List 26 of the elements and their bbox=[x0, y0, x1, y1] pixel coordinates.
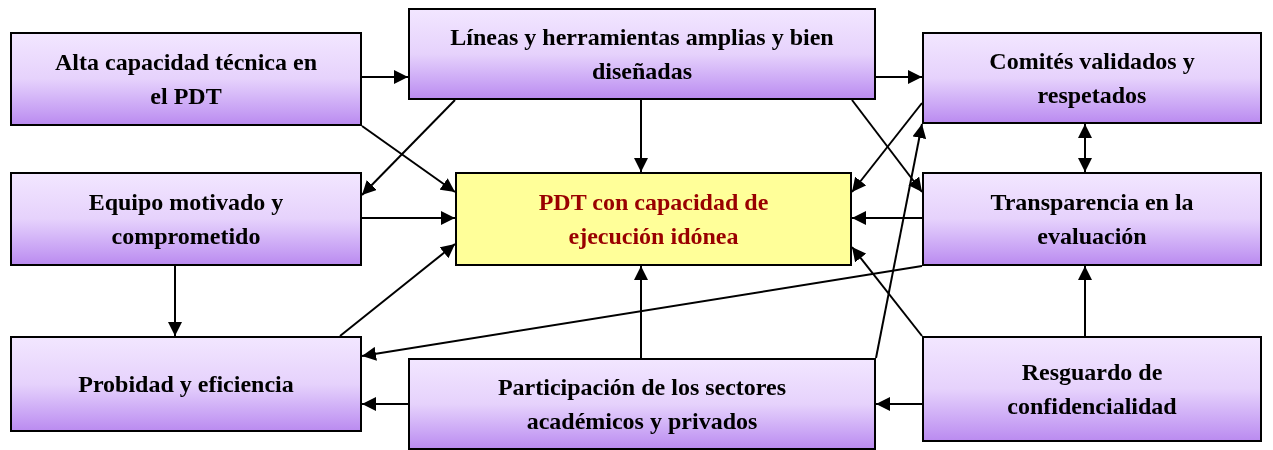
arrow bbox=[875, 397, 923, 411]
arrow bbox=[634, 99, 648, 173]
arrow bbox=[1078, 265, 1092, 337]
arrow bbox=[851, 211, 923, 225]
goal-box: PDT con capacidad de ejecución idónea bbox=[455, 172, 852, 266]
arrow bbox=[851, 246, 923, 337]
factor-box: Resguardo de confidencialidad bbox=[922, 336, 1262, 442]
arrow bbox=[361, 265, 923, 361]
arrow bbox=[361, 397, 409, 411]
arrow bbox=[168, 265, 182, 337]
arrow bbox=[875, 123, 927, 359]
factor-box: Probidad y eficiencia bbox=[10, 336, 362, 432]
arrow bbox=[361, 125, 456, 193]
factor-box: Líneas y herramientas amplias y bien diseñadas bbox=[408, 8, 876, 100]
arrow bbox=[1078, 123, 1092, 173]
factor-box: Equipo motivado y comprometido bbox=[10, 172, 362, 266]
factor-box: Transparencia en la evaluación bbox=[922, 172, 1262, 266]
arrow bbox=[634, 265, 648, 359]
arrow bbox=[361, 99, 456, 196]
arrow bbox=[339, 243, 456, 337]
arrow bbox=[875, 70, 923, 84]
factor-box: Alta capacidad técnica en el PDT bbox=[10, 32, 362, 126]
factor-box: Comités validados y respetados bbox=[922, 32, 1262, 124]
arrow bbox=[361, 70, 409, 84]
arrow bbox=[361, 211, 456, 225]
factor-box: Participación de los sectores académicos y privados bbox=[408, 358, 876, 450]
